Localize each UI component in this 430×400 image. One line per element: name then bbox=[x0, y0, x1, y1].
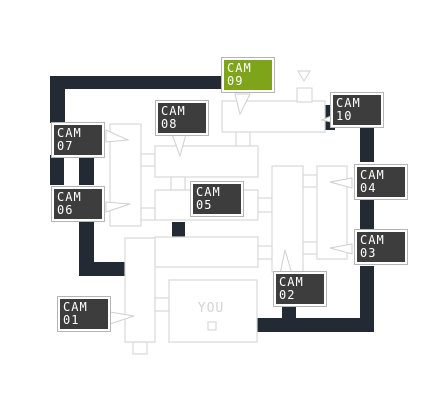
camera-cone bbox=[234, 93, 251, 116]
vent-segment bbox=[360, 266, 374, 332]
room-connector bbox=[235, 131, 251, 147]
camera-cone bbox=[105, 201, 131, 213]
room-central-lower bbox=[154, 236, 259, 268]
you-marker bbox=[207, 321, 217, 331]
cam-09-button[interactable]: CAM 09 bbox=[221, 57, 275, 93]
room-door bbox=[154, 297, 170, 312]
room-door bbox=[302, 174, 318, 188]
office-you-label: YOU bbox=[197, 301, 225, 316]
room-connector bbox=[170, 176, 186, 191]
camera-cone bbox=[105, 129, 130, 143]
vent-segment bbox=[79, 262, 125, 276]
camera-cones bbox=[105, 93, 353, 325]
cam-08-button[interactable]: CAM 08 bbox=[155, 100, 209, 136]
vent-segment bbox=[172, 222, 185, 237]
room-central-upper bbox=[154, 145, 259, 178]
vent-segment bbox=[282, 304, 296, 324]
vent-pipes bbox=[50, 76, 374, 332]
cam-04-button[interactable]: CAM 04 bbox=[354, 164, 408, 200]
triangle-marker bbox=[296, 70, 312, 83]
cam-01-button[interactable]: CAM 01 bbox=[57, 296, 111, 332]
room-top-connector bbox=[296, 87, 313, 103]
room-office bbox=[168, 279, 258, 343]
cam-10-button[interactable]: CAM 10 bbox=[330, 92, 384, 128]
camera-cone bbox=[329, 243, 353, 255]
room-door bbox=[140, 153, 156, 167]
cam-02-button[interactable]: CAM 02 bbox=[273, 271, 327, 307]
cam-07-button[interactable]: CAM 07 bbox=[51, 122, 105, 158]
camera-cone bbox=[109, 311, 135, 325]
room-southwest bbox=[124, 237, 156, 343]
room-bottom-connector bbox=[132, 341, 148, 355]
cam-06-button[interactable]: CAM 06 bbox=[51, 186, 105, 222]
vent-segment bbox=[79, 155, 94, 185]
room-door bbox=[140, 207, 156, 221]
cam-03-button[interactable]: CAM 03 bbox=[354, 229, 408, 265]
vent-segment bbox=[257, 318, 374, 332]
room-door bbox=[257, 245, 273, 260]
vent-segment bbox=[360, 128, 374, 162]
room-east-hall bbox=[271, 165, 304, 273]
cam-05-button[interactable]: CAM 05 bbox=[190, 181, 244, 217]
camera-cone bbox=[329, 177, 353, 189]
vent-segment bbox=[50, 76, 222, 89]
vent-segment bbox=[360, 200, 374, 232]
room-door bbox=[257, 197, 273, 213]
room-door bbox=[302, 241, 318, 255]
vent-segment bbox=[50, 155, 64, 185]
